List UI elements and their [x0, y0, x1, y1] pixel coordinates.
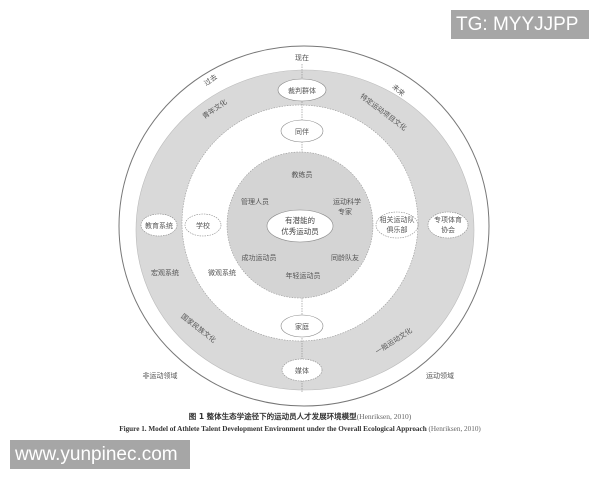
center-label-line1: 有潜能的	[285, 215, 315, 225]
time-label-present: 现在	[295, 53, 309, 62]
node-club-shape	[375, 211, 419, 239]
node-family: 家庭	[295, 322, 309, 331]
node-peers: 同伴	[295, 127, 309, 136]
inner-node-young-athletes: 年轻运动员	[286, 271, 321, 280]
caption-cn-reference: (Henriksen, 2010)	[356, 412, 412, 421]
node-referees: 裁判群体	[288, 86, 316, 95]
caption-cn-text: 图 1 整体生态学途径下的运动员人才发展环境模型	[188, 412, 357, 421]
inner-node-successful-athletes: 成功运动员	[242, 253, 277, 262]
domain-label-non-athletic: 非运动领域	[143, 371, 178, 380]
node-referees-shape	[277, 78, 327, 102]
node-education-system-shape	[140, 213, 178, 237]
figure-caption-english: Figure 1. Model of Athlete Talent Develo…	[0, 425, 600, 433]
inner-node-sport-science-line2: 专家	[338, 207, 352, 216]
figure-caption-chinese: 图 1 整体生态学途径下的运动员人才发展环境模型(Henriksen, 2010…	[0, 411, 600, 422]
watermark-bottom-left: www.yunpinec.com	[10, 440, 190, 469]
system-label-macro: 宏观系统	[151, 268, 179, 277]
node-sport-association-line1: 专项体育	[434, 215, 462, 224]
system-label-micro: 微观系统	[208, 268, 236, 277]
node-school: 学校	[196, 221, 210, 230]
center-ellipse	[266, 209, 334, 243]
inner-node-management: 管理人员	[241, 197, 269, 206]
domain-label-athletic: 运动领域	[426, 371, 454, 380]
caption-en-text: Figure 1. Model of Athlete Talent Develo…	[119, 425, 427, 433]
node-club-line1: 相关运动队	[380, 215, 415, 224]
node-peers-shape	[280, 119, 324, 143]
inner-node-coach: 教练员	[292, 170, 313, 179]
node-sport-association-line2: 协会	[441, 225, 455, 234]
inner-node-sport-science-line1: 运动科学	[333, 197, 361, 206]
node-club-line2: 俱乐部	[387, 225, 408, 234]
center-label-line2: 优秀运动员	[281, 226, 319, 236]
node-sport-association-shape	[427, 211, 469, 239]
watermark-top-right: TG: MYYJJPP	[451, 10, 589, 39]
caption-en-reference: (Henriksen, 2010)	[426, 425, 481, 433]
node-education-system: 教育系统	[145, 221, 173, 230]
node-school-shape	[184, 213, 222, 237]
node-media-shape	[281, 358, 323, 382]
node-family-shape	[280, 314, 324, 338]
node-media: 媒体	[295, 366, 309, 375]
inner-node-teammates: 同龄队友	[331, 253, 359, 262]
